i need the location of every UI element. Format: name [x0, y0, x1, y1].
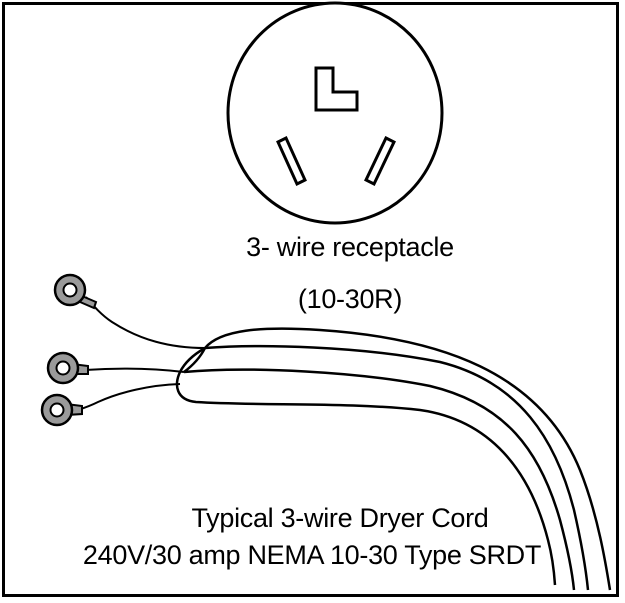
- cord-split-end: [183, 347, 207, 373]
- left-blade-slot: [276, 135, 307, 187]
- ground-slot-l: [314, 66, 359, 112]
- ring-terminal-middle: [46, 351, 89, 385]
- dryer-cord: [175, 327, 612, 591]
- lead-wires: [77, 296, 206, 411]
- receptacle-model-label: (10-30R): [297, 284, 403, 314]
- right-blade-slot: [364, 135, 396, 187]
- lead-wire-bottom: [77, 383, 181, 411]
- cord-jacket-top: [204, 327, 612, 591]
- cord-jacket-left: [175, 371, 557, 586]
- cord-conductor-2: [183, 368, 576, 591]
- lead-wire-middle: [84, 367, 185, 373]
- cord-title-label: Typical 3-wire Dryer Cord: [191, 503, 489, 533]
- lead-wire-top: [85, 296, 206, 349]
- receptacle-label: 3- wire receptacle: [246, 232, 454, 262]
- cord-conductor-1: [204, 345, 590, 591]
- ring-terminal-top: [53, 273, 98, 310]
- receptacle-face: [226, 1, 444, 225]
- cord-spec-label: 240V/30 amp NEMA 10-30 Type SRDT: [82, 540, 542, 570]
- cord-jacket-bottom: [178, 346, 206, 373]
- receptacle-10-30r: [226, 1, 444, 225]
- ring-terminal-bottom: [40, 393, 83, 427]
